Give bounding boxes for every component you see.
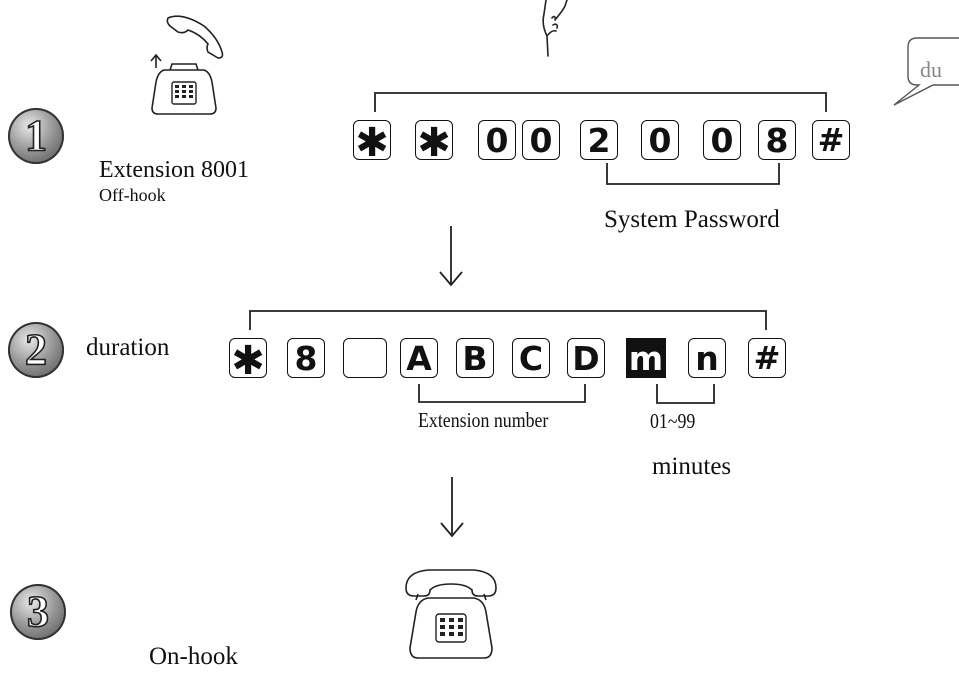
- key-star-2: ✱: [415, 120, 453, 163]
- password-bracket: [606, 163, 780, 185]
- speech-bubble: [893, 37, 959, 106]
- extension-number-label: Extension number: [418, 408, 549, 432]
- phone-on-hook-icon: [405, 569, 497, 659]
- key-hash-1: #: [812, 120, 850, 160]
- key-m: m: [626, 338, 666, 378]
- phone-off-hook-icon: [150, 15, 224, 115]
- key-b: B: [456, 338, 494, 378]
- down-arrow-1: [439, 226, 463, 287]
- step-1-title: Extension 8001: [99, 157, 249, 183]
- speech-bubble-text: du: [920, 57, 942, 82]
- key-0-3: 0: [641, 120, 679, 160]
- key-star-3: ✱: [229, 338, 267, 381]
- key-blank: [343, 338, 387, 378]
- step-3-title: On-hook: [149, 643, 238, 670]
- hand-press-icon: [542, 0, 568, 57]
- down-arrow-2: [440, 477, 464, 538]
- key-c: C: [512, 338, 550, 378]
- key-a: A: [400, 338, 438, 378]
- key-star-1: ✱: [353, 120, 391, 163]
- minutes-label: minutes: [652, 453, 732, 480]
- step-2-badge: 2: [8, 322, 64, 378]
- key-0-1: 0: [478, 120, 516, 160]
- system-password-label: System Password: [604, 206, 780, 233]
- row1-bracket: [374, 92, 827, 112]
- key-n: n: [688, 338, 726, 378]
- row2-bracket: [249, 310, 767, 330]
- minutes-bracket: [656, 384, 715, 404]
- key-0-2: 0: [522, 120, 560, 160]
- step-3-badge: 3: [10, 584, 66, 640]
- step-2-title: duration: [86, 334, 170, 361]
- key-8-2: 8: [287, 338, 325, 378]
- key-0-4: 0: [703, 120, 741, 160]
- range-label: 01~99: [650, 409, 696, 433]
- key-8: 8: [758, 120, 796, 160]
- step-1-badge: 1: [8, 108, 64, 164]
- key-2: 2: [580, 120, 618, 160]
- key-hash-2: #: [748, 338, 786, 378]
- step-1-subtitle: Off-hook: [99, 185, 166, 205]
- key-d: D: [567, 338, 605, 378]
- extension-bracket: [418, 384, 586, 403]
